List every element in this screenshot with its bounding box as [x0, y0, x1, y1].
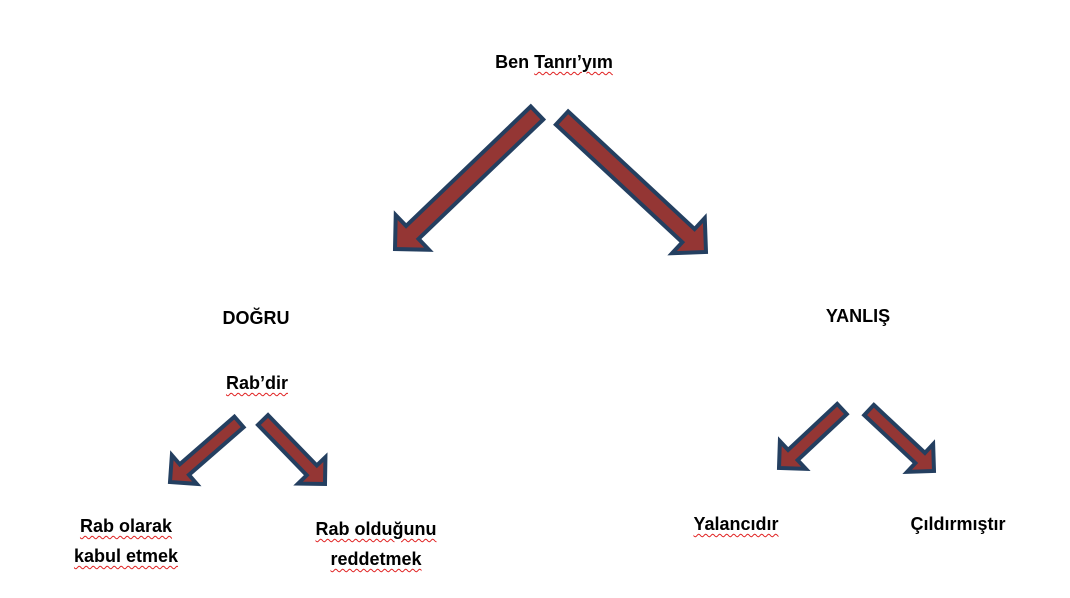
left-child-2: Rab olduğunu reddetmek	[316, 514, 437, 574]
left-child-1-line-1: Rab olarak	[79, 516, 173, 536]
left-subtitle: Rab’dir	[226, 368, 288, 398]
right-child-1: Yalancıdır	[693, 509, 778, 539]
right-title: YANLIŞ	[825, 306, 891, 326]
arrow-right-to-child-2-icon	[861, 402, 937, 475]
left-subtitle-text: Rab’dir	[225, 373, 289, 393]
root-label: Ben Tanrı’yım	[495, 47, 613, 77]
right-child-1-text: Yalancıdır	[693, 514, 779, 534]
left-child-1-line-2: kabul etmek	[73, 546, 179, 566]
arrow-left-to-child-1-icon	[167, 413, 247, 487]
left-title: DOĞRU	[222, 308, 290, 328]
arrow-root-to-right-icon	[553, 108, 709, 256]
right-child-2: Çıldırmıştır	[910, 514, 1006, 534]
left-child-2-line-1: Rab olduğunu	[315, 519, 437, 539]
left-child-2-line-2: reddetmek	[330, 549, 422, 569]
root-word-1: Ben	[495, 52, 530, 72]
arrow-right-to-child-1-icon	[776, 401, 850, 472]
left-child-1: Rab olarak kabul etmek	[74, 511, 178, 571]
arrow-root-to-left-icon	[392, 103, 547, 252]
arrow-left-to-child-2-icon	[255, 412, 328, 487]
root-word-2: Tanrı’yım	[534, 52, 613, 72]
